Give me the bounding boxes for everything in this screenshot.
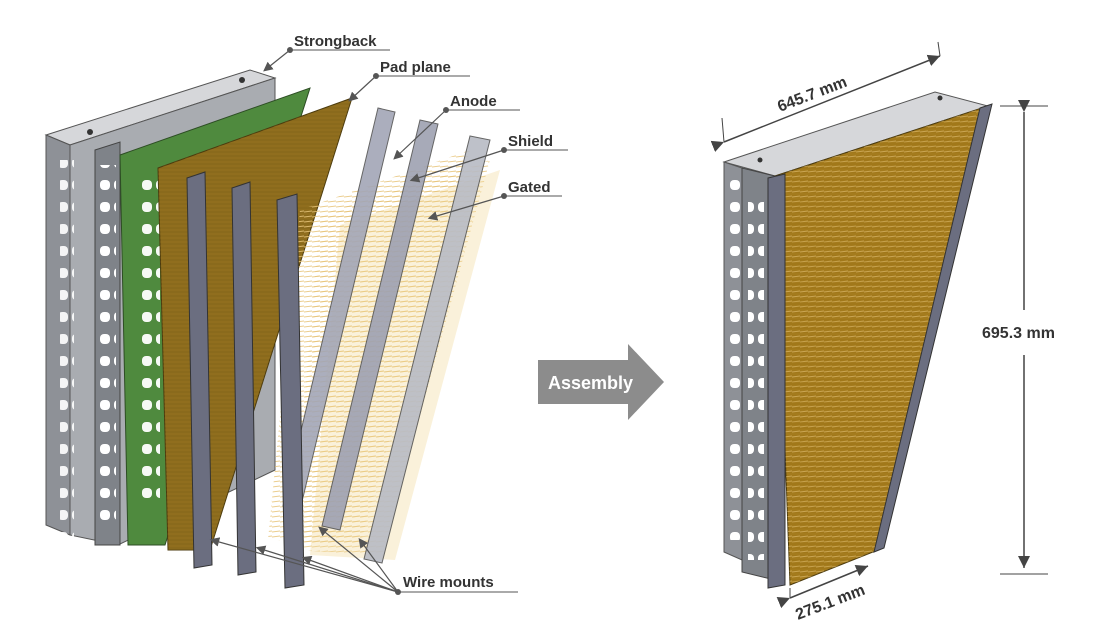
assembly-arrow-label: Assembly (548, 373, 633, 393)
label-pad-plane: Pad plane (380, 59, 451, 76)
leader-shield (409, 147, 507, 183)
label-strongback: Strongback (294, 33, 377, 50)
dim-width-top-label: 645.7 mm (775, 74, 849, 116)
label-anode: Anode (450, 93, 497, 110)
assembled-view (722, 91, 993, 589)
leader-strongback (263, 47, 293, 72)
wire-mount-bars (186, 171, 305, 589)
label-gated: Gated (508, 179, 551, 196)
pad-plane-holes (138, 168, 160, 498)
exploded-view (44, 69, 500, 589)
leader-pad-plane (348, 73, 379, 102)
assembly-arrow: Assembly (538, 344, 664, 420)
leader-gated (427, 193, 507, 221)
tilted-bars (282, 107, 491, 564)
dimension-height: 695.3 mm (982, 100, 1055, 575)
leader-wire-mounts (209, 526, 401, 595)
label-wire-mounts: Wire mounts (403, 574, 494, 591)
label-shield: Shield (508, 133, 553, 150)
labels-group: Strongback Pad plane Anode Shield Gated … (209, 33, 568, 595)
leader-anode (393, 107, 449, 160)
dim-width-bottom-label: 275.1 mm (793, 582, 867, 624)
dim-height-label: 695.3 mm (982, 325, 1055, 342)
